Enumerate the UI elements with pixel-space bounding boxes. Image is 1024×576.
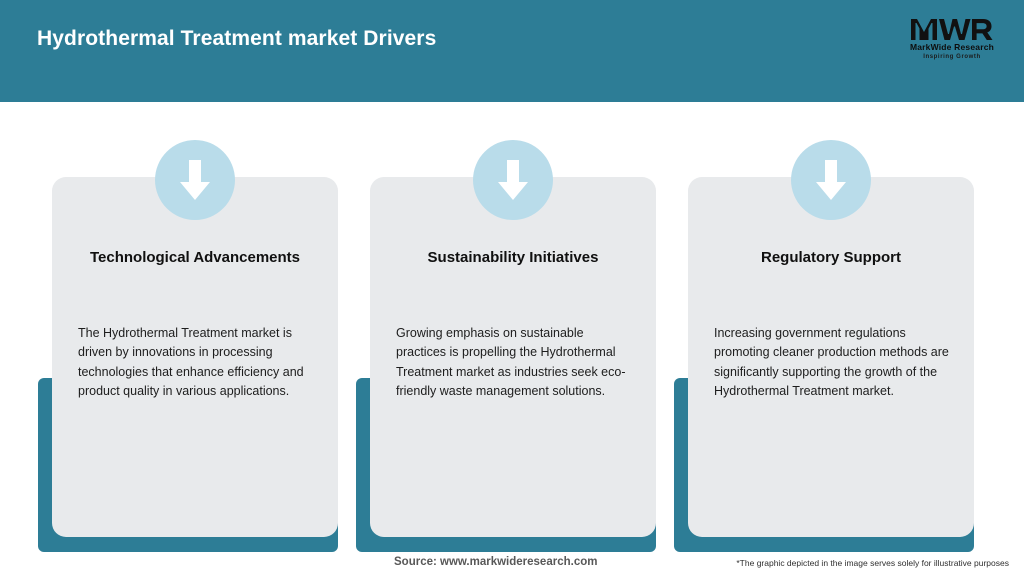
mwr-monogram-icon xyxy=(911,19,993,41)
card-surface xyxy=(688,177,974,537)
card-body-text: Growing emphasis on sustainable practice… xyxy=(396,326,626,399)
disclaimer-note: *The graphic depicted in the image serve… xyxy=(736,558,1009,568)
markwide-research-logo: MarkWide Research Inspiring Growth xyxy=(900,10,1004,66)
driver-card[interactable]: Sustainability Initiatives Growing empha… xyxy=(356,102,656,552)
card-title: Technological Advancements xyxy=(89,249,301,266)
driver-cards-container: Technological Advancements The Hydrother… xyxy=(0,102,1024,552)
card-surface xyxy=(370,177,656,537)
driver-card[interactable]: Regulatory Support Increasing government… xyxy=(674,102,974,552)
source-label: Source: www.markwideresearch.com xyxy=(394,556,598,568)
header-band: Hydrothermal Treatment market Drivers Ma… xyxy=(0,0,1024,102)
logo-company-name: MarkWide Research xyxy=(909,42,995,53)
logo-tagline: Inspiring Growth xyxy=(923,53,981,60)
card-body-text: Increasing government regulations promot… xyxy=(714,326,949,399)
driver-card[interactable]: Technological Advancements The Hydrother… xyxy=(38,102,338,552)
arrow-down-icon xyxy=(155,140,235,220)
card-title: Regulatory Support xyxy=(760,249,901,266)
page-title: Hydrothermal Treatment market Drivers xyxy=(37,27,437,50)
arrow-down-icon xyxy=(791,140,871,220)
card-body-text: The Hydrothermal Treatment market is dri… xyxy=(78,326,304,399)
card-surface xyxy=(52,177,338,537)
arrow-down-icon xyxy=(473,140,553,220)
card-title: Sustainability Initiatives xyxy=(427,249,599,266)
